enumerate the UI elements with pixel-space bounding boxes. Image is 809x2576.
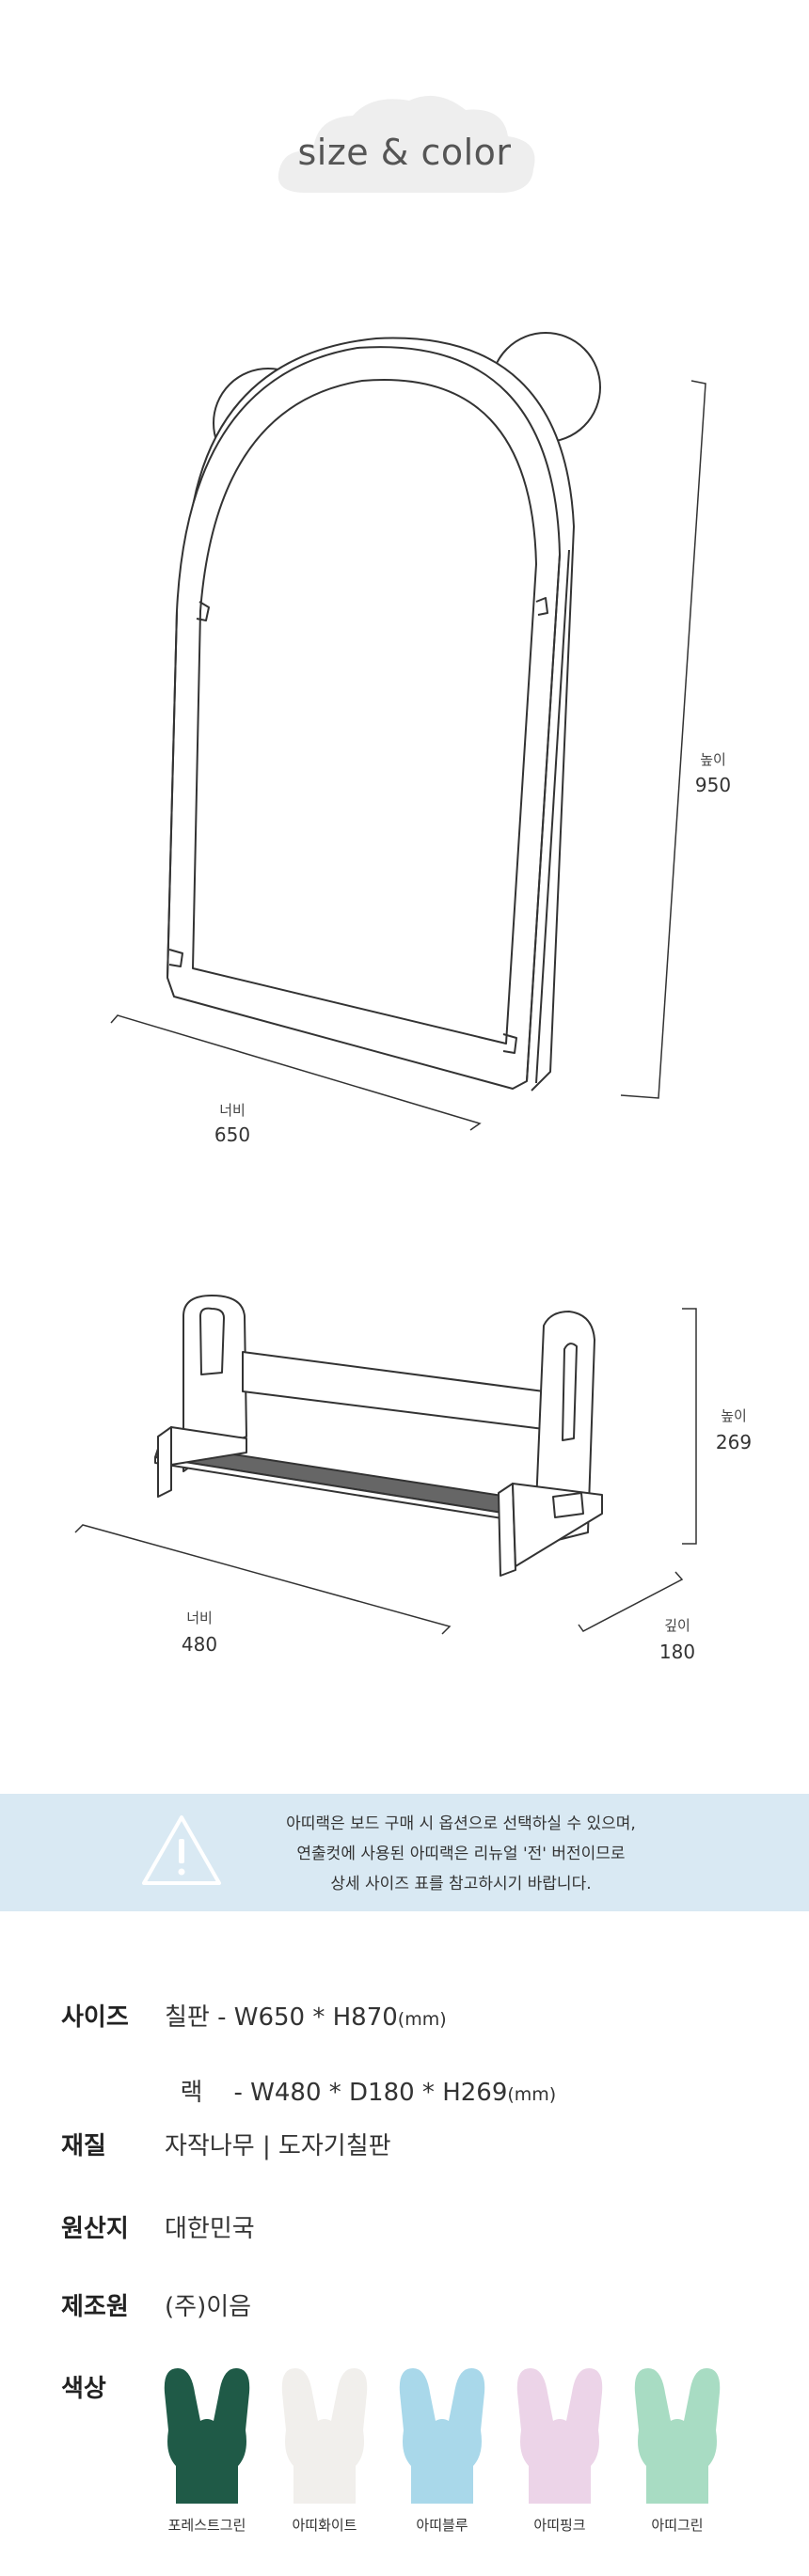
rack-depth-label: 깊이 [664, 1617, 690, 1634]
color-swatch-label: 포레스트그린 [167, 2517, 246, 2534]
size-board-unit: (mm) [397, 2009, 447, 2030]
warning-triangle-icon [142, 1815, 221, 1885]
rack-depth-value: 180 [658, 1641, 696, 1663]
notice-text: 아띠랙은 보드 구매 시 옵션으로 선택하실 수 있으며, 연출컷에 사용된 아… [216, 1809, 706, 1899]
cloud-background-icon [278, 95, 535, 194]
size-rack-value: 랙 - W480 * D180 * H269(mm) [165, 2045, 557, 2108]
board-width-label: 너비 [219, 1102, 246, 1119]
color-swatch-label: 아띠핑크 [533, 2517, 586, 2534]
board-technical-drawing [110, 332, 706, 1131]
notice-line-3: 상세 사이즈 표를 참고하시기 바랍니다. [330, 1875, 592, 1893]
board-width-value: 650 [214, 1123, 251, 1146]
origin-label: 원산지 [61, 2215, 129, 2243]
color-swatch-icon[interactable] [626, 2364, 729, 2505]
section-title: size & color [297, 132, 512, 173]
size-label: 사이즈 [61, 2003, 129, 2032]
board-height-label: 높이 [700, 751, 726, 768]
color-swatch-icon[interactable] [155, 2364, 259, 2505]
color-label: 색상 [61, 2375, 106, 2403]
color-swatch-icon[interactable] [390, 2364, 494, 2505]
size-board-text: 칠판 - W650 * H870 [165, 2003, 398, 2032]
color-swatch-label: 아띠블루 [416, 2517, 468, 2534]
rack-width-label: 너비 [186, 1610, 213, 1626]
material-value: 자작나무 | 도자기칠판 [165, 2132, 391, 2160]
rack-height-value: 269 [715, 1431, 753, 1453]
color-swatch-label: 아띠화이트 [292, 2517, 357, 2534]
size-board-value: 칠판 - W650 * H870(mm) [165, 1998, 447, 2033]
color-swatch-label: 아띠그린 [651, 2517, 704, 2534]
size-rack-unit: (mm) [507, 2084, 557, 2105]
size-rack-text: 랙 - W480 * D180 * H269 [180, 2079, 508, 2107]
color-swatch-icon[interactable] [508, 2364, 611, 2505]
color-swatch-icon[interactable] [273, 2364, 376, 2505]
rack-width-value: 480 [181, 1633, 218, 1656]
maker-label: 제조원 [61, 2293, 129, 2321]
maker-value: (주)이음 [165, 2293, 252, 2321]
material-label: 재질 [61, 2132, 106, 2160]
rack-technical-drawing [74, 1295, 697, 1635]
rack-height-label: 높이 [721, 1407, 747, 1424]
origin-value: 대한민국 [165, 2215, 255, 2243]
notice-line-1: 아띠랙은 보드 구매 시 옵션으로 선택하실 수 있으며, [286, 1814, 636, 1833]
notice-line-2: 연출컷에 사용된 아띠랙은 리뉴얼 '전' 버전이므로 [296, 1845, 626, 1863]
board-height-value: 950 [694, 774, 732, 796]
notice-banner [0, 1794, 809, 1911]
